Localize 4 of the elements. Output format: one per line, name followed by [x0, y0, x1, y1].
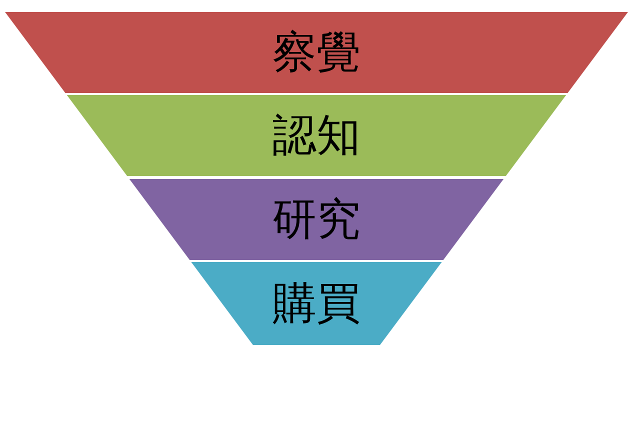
stage-label: 購買: [272, 282, 360, 326]
stage-label: 研究: [272, 198, 360, 242]
stage-label: 察覺: [272, 30, 360, 74]
stage-label: 認知: [272, 114, 360, 158]
